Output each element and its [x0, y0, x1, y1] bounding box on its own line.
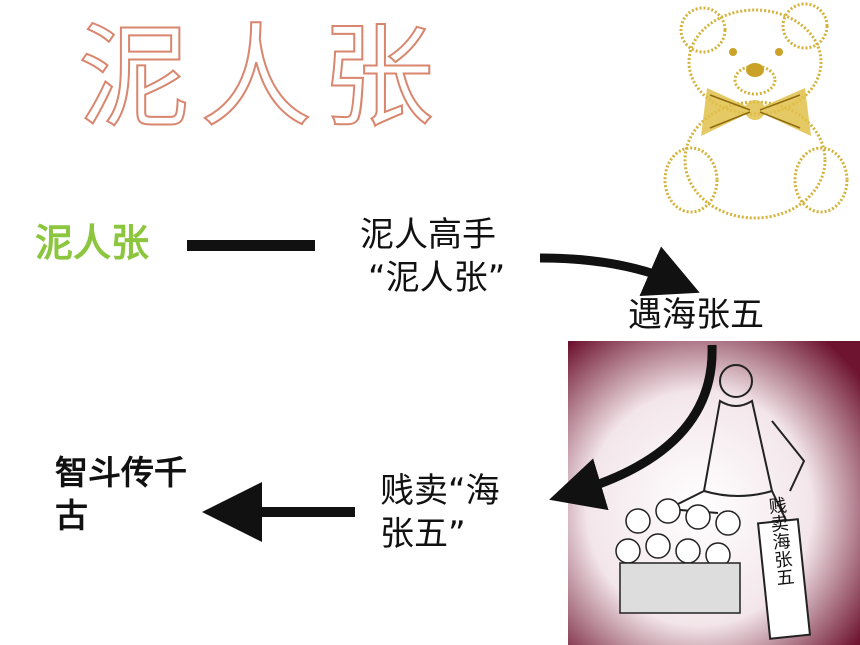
- stage-3-line-2: 张五”: [380, 513, 466, 554]
- stage-1-line-1: 泥人高手: [360, 215, 496, 255]
- cartoon-illustration: 贱卖海张五: [568, 341, 860, 645]
- stage-1-line-2: “泥人张”: [368, 257, 506, 298]
- subject-label: 泥人张: [35, 221, 150, 265]
- stage-3-line-1: 贱卖“海: [380, 471, 500, 511]
- arrow-to-stage-3: [549, 344, 717, 511]
- arrow-to-stage-2: [539, 246, 700, 296]
- teddy-bear-icon: [663, 2, 849, 220]
- stage-4-text: 智斗传千古: [55, 453, 187, 535]
- stage-3-text: 贱卖“海 张五”: [380, 470, 500, 555]
- connector-dash: [187, 240, 315, 251]
- stage-1-text: 泥人高手 “泥人张”: [360, 214, 505, 299]
- stage-2-text: 遇海张五: [628, 295, 764, 335]
- slide-title: 泥人张: [77, 13, 444, 143]
